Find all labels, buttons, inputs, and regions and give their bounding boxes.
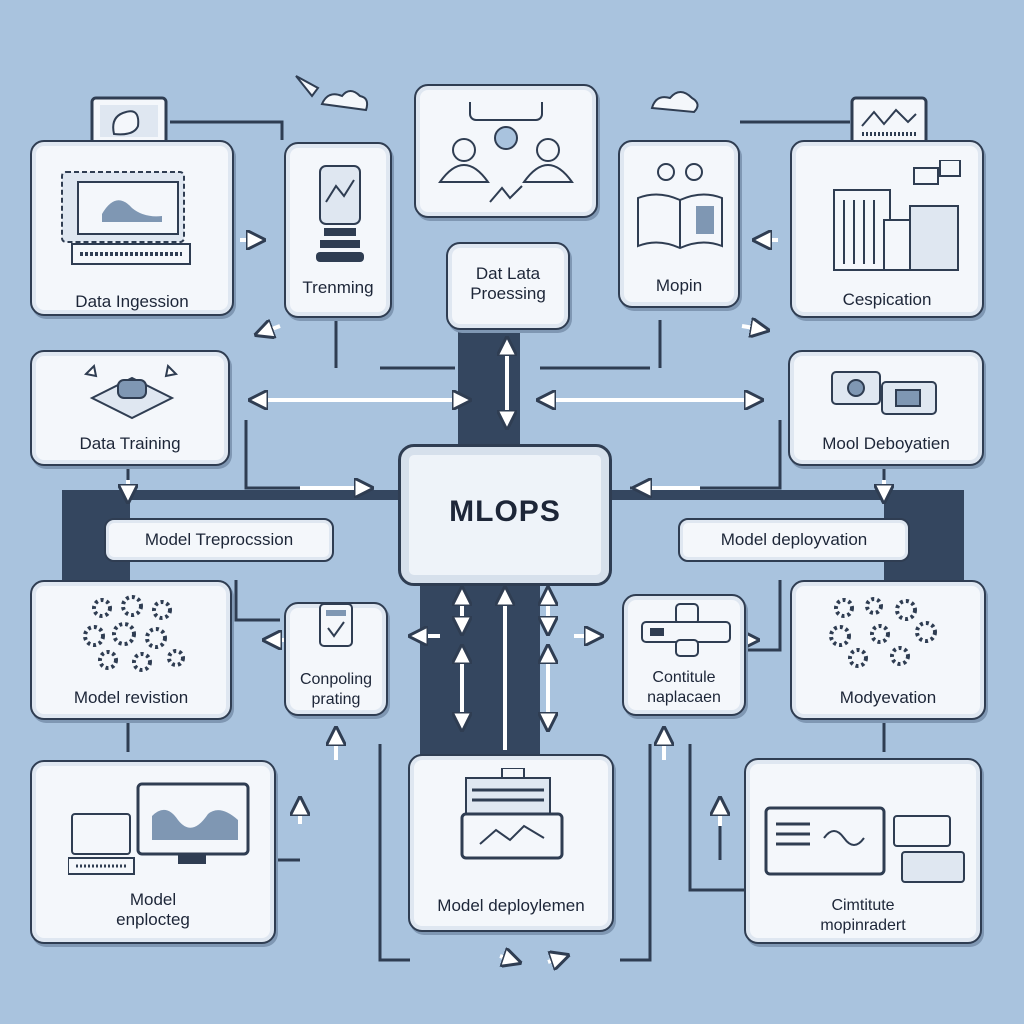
model-deboyatien-label: Mool Deboyatien (822, 434, 950, 453)
contitule-label: Contitule naplacaen (647, 669, 721, 706)
chip-icon (83, 363, 179, 420)
conpoling-node[interactable]: Conpoling prating (284, 602, 388, 716)
data-training-node[interactable]: Data Training (30, 350, 230, 466)
computer-icon (61, 171, 191, 265)
hub-label: MLOPS (449, 495, 561, 528)
data-ingestion-label: Data Ingession (75, 292, 189, 311)
data-processing-label: Dat Lata Proessing (470, 264, 546, 303)
central-column-bottom (420, 572, 540, 762)
database-icon (316, 165, 364, 262)
conpoling-label: Conpoling prating (299, 671, 373, 708)
data-ingestion-node[interactable]: Data Ingession (30, 140, 234, 316)
model-deploylemen-node[interactable]: Model deploylemen (408, 754, 614, 932)
contitule-node[interactable]: Contitule naplacaen (622, 594, 746, 716)
data-training-label: Data Training (79, 434, 181, 453)
cespication-node[interactable]: Cespication (790, 140, 984, 318)
document-icon (319, 603, 353, 647)
model-enplocting-node[interactable]: Model enplocteg (30, 760, 276, 944)
gears-icon (83, 595, 185, 672)
workstation-icon (68, 782, 250, 875)
mlops-hub[interactable]: MLOPS (398, 444, 612, 586)
model-revistion-node[interactable]: Model revistion (30, 580, 232, 720)
cimtitute-node[interactable]: Cimtitute mopinradert (744, 758, 982, 944)
connector-icon (641, 603, 731, 657)
mopin-label: Mopin (655, 276, 703, 295)
model-deployvation-bar[interactable]: Model deployvation (678, 518, 910, 562)
gears-icon (829, 597, 937, 668)
cloud-icon (320, 90, 699, 114)
model-deploylemen-label: Model deploylemen (437, 896, 585, 915)
printer-monitor-icon (460, 768, 564, 860)
mopin-node[interactable]: Mopin (618, 140, 740, 308)
team-node (414, 84, 598, 218)
cespication-label: Cespication (842, 290, 932, 309)
central-column-top (458, 318, 520, 458)
model-revistion-label: Model revistion (73, 688, 189, 707)
chip-stack-icon (831, 371, 937, 415)
band-frame (62, 490, 964, 582)
server-icon (833, 160, 961, 271)
cimtitute-label: Cimtitute mopinradert (820, 897, 906, 934)
model-deboyatien-node[interactable]: Mool Deboyatien (788, 350, 984, 466)
trenming-label: Trenming (302, 278, 374, 297)
paper-plane-icon (295, 75, 320, 98)
modyevation-label: Modyevation (839, 688, 937, 707)
trenming-node[interactable]: Trenming (284, 142, 392, 318)
data-processing-node[interactable]: Dat Lata Proessing (446, 242, 570, 330)
dual-monitor-icon (764, 806, 965, 883)
book-icon (637, 163, 723, 250)
team-icon (438, 102, 574, 203)
model-enplocting-label: Model enplocteg (116, 890, 190, 929)
modyevation-node[interactable]: Modyevation (790, 580, 986, 720)
model-preprocession-bar[interactable]: Model Treprocssion (104, 518, 334, 562)
